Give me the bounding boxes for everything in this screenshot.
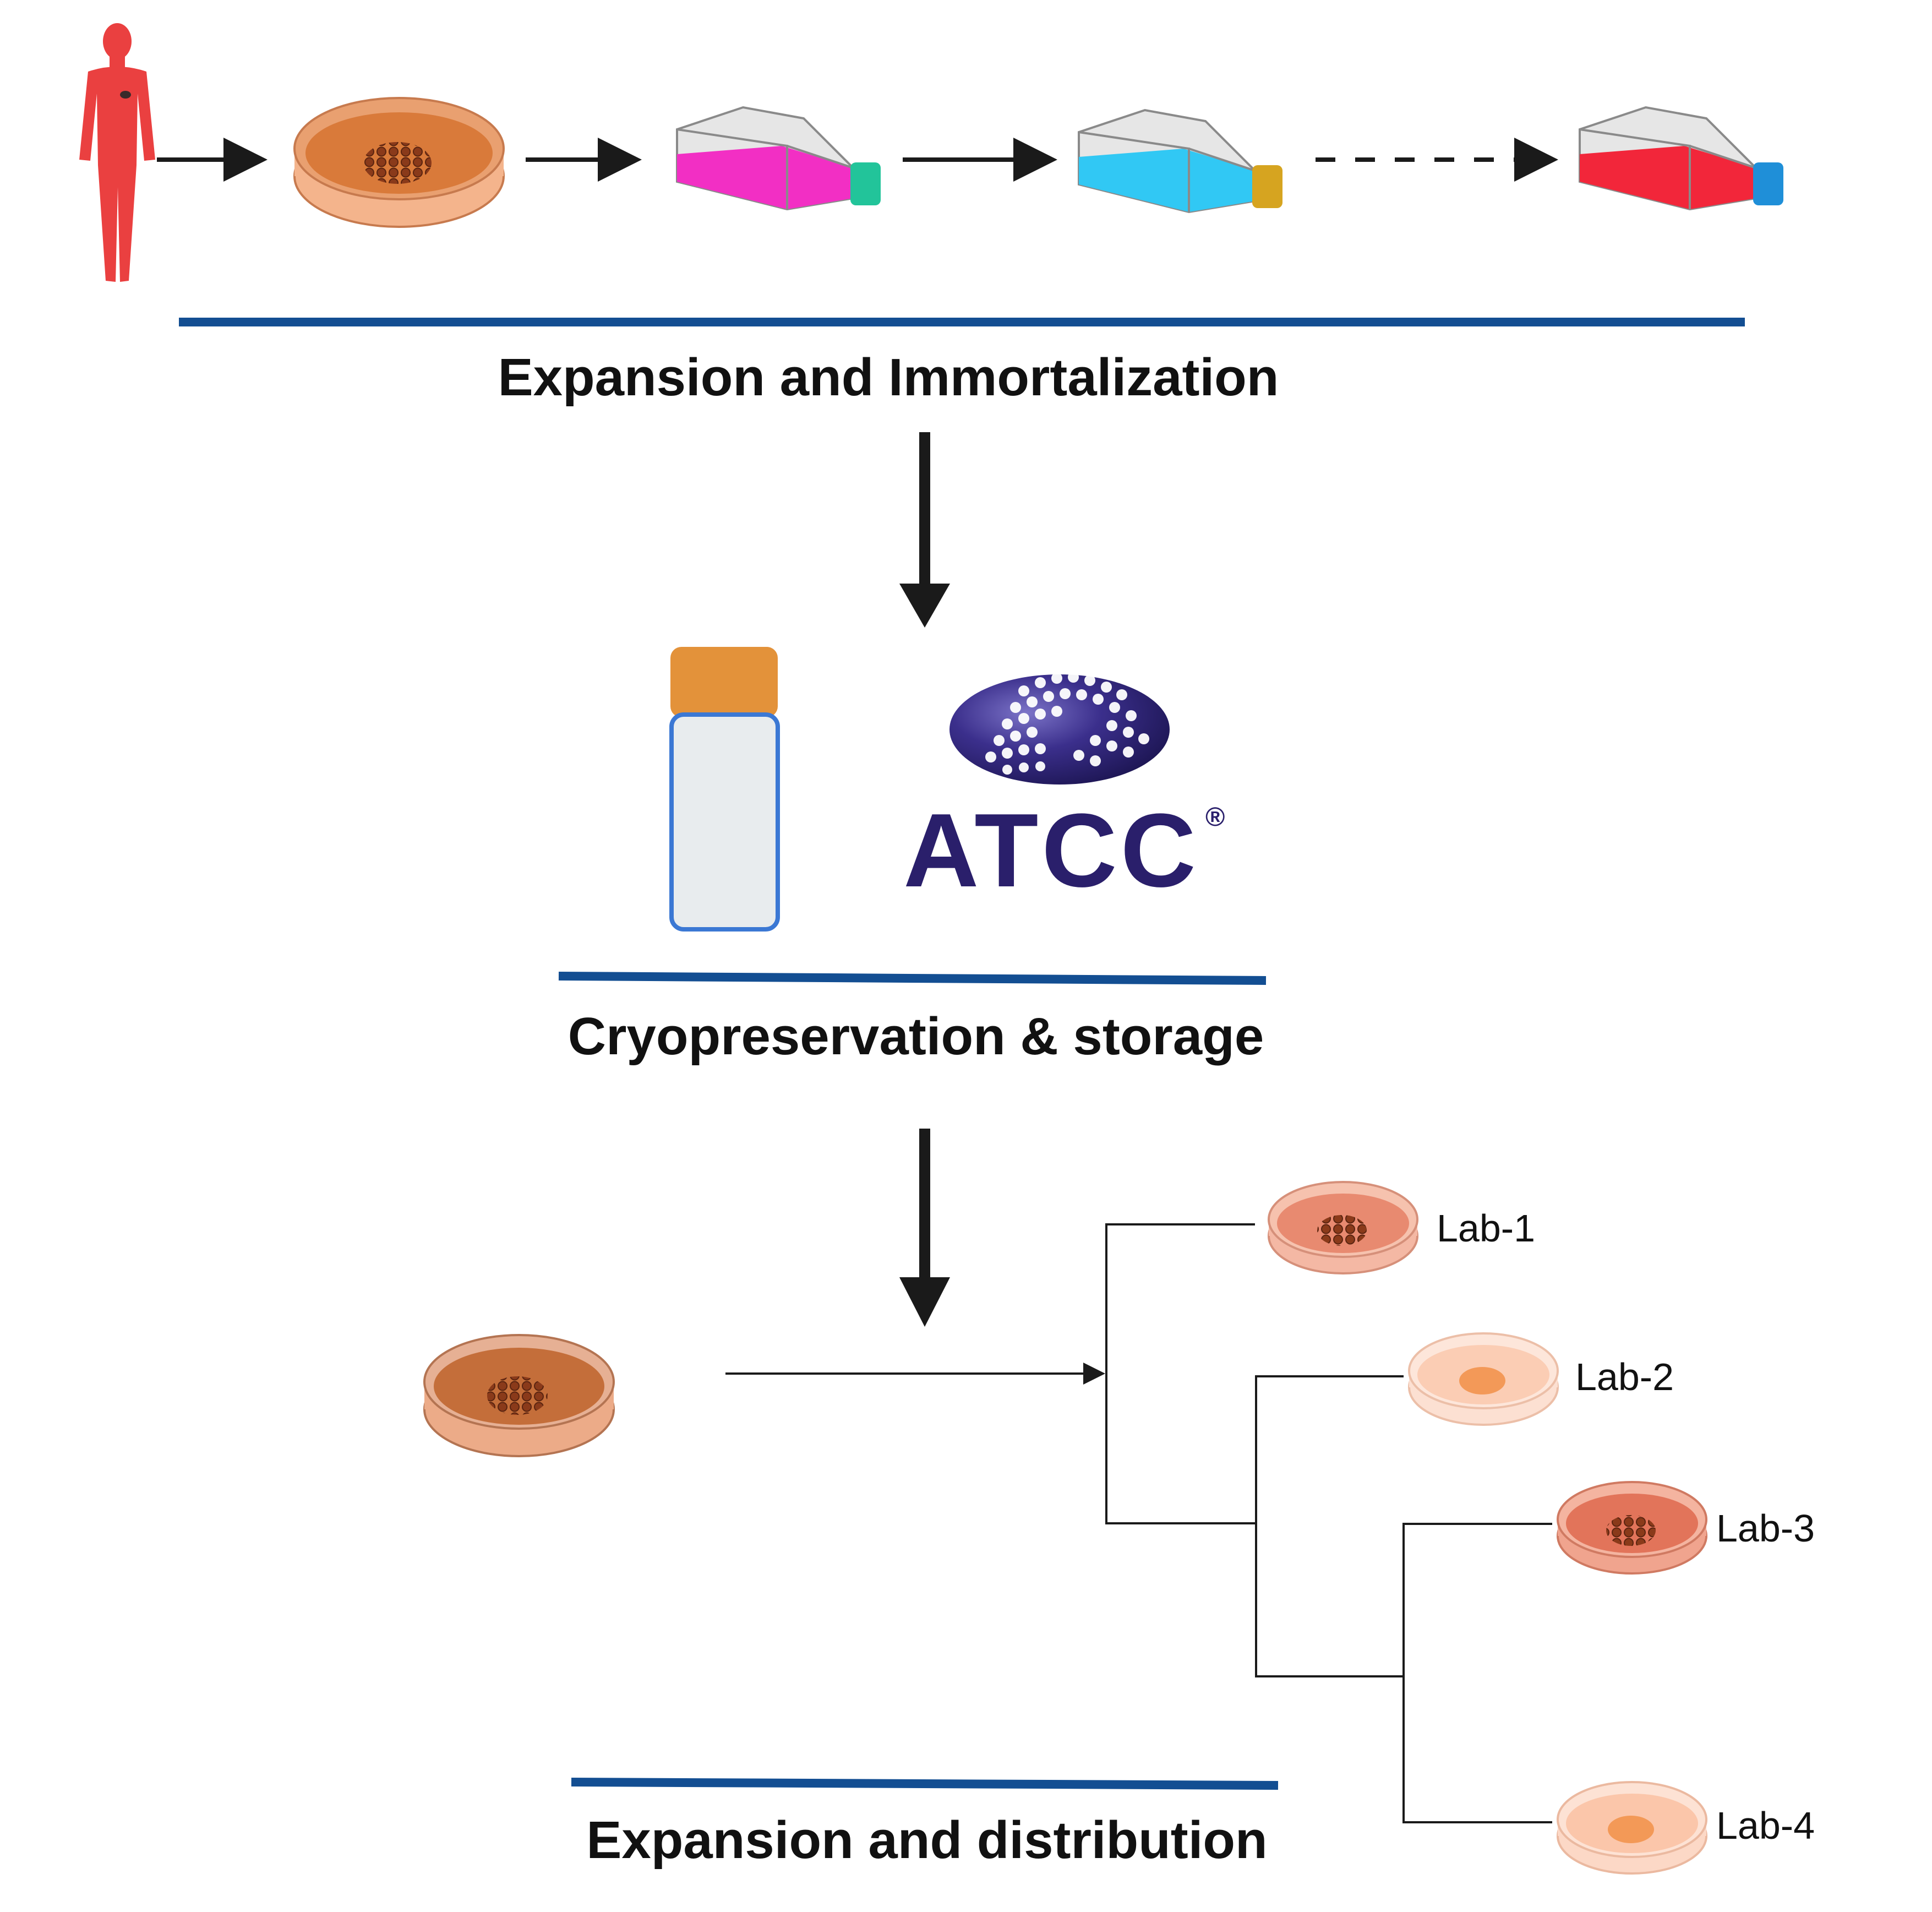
lab-1-label: Lab-1 xyxy=(1437,1207,1535,1250)
atcc-registered-mark: ® xyxy=(1205,803,1225,832)
divider-3 xyxy=(571,1778,1279,1790)
atcc-logo: ATCC ® xyxy=(903,672,1225,909)
atcc-logo-globe-icon xyxy=(949,674,1170,785)
stage-title-expansion-distribution: Expansion and distribution xyxy=(586,1811,1267,1870)
lab-3-label: Lab-3 xyxy=(1716,1507,1815,1550)
lab-dish-1 xyxy=(1268,1181,1418,1274)
human-donor-icon xyxy=(79,23,155,282)
lab-dish-3 xyxy=(1557,1481,1707,1575)
divider-2 xyxy=(558,972,1267,985)
lab-dish-2 xyxy=(1408,1332,1559,1426)
down-arrow-1 xyxy=(899,432,950,628)
atcc-logo-text: ATCC xyxy=(903,792,1199,909)
lab-4-label: Lab-4 xyxy=(1716,1804,1815,1847)
lab-dish-4 xyxy=(1557,1781,1707,1875)
culture-flask-1 xyxy=(676,106,881,211)
cryovial-icon xyxy=(669,647,780,932)
petri-dish-initial xyxy=(293,97,505,228)
lab-2-label: Lab-2 xyxy=(1575,1355,1674,1398)
distribution-tree xyxy=(1105,1223,1552,1823)
culture-flask-2 xyxy=(1078,108,1282,214)
down-arrow-2 xyxy=(899,1129,950,1327)
stage-title-cryopreservation: Cryopreservation & storage xyxy=(568,1007,1264,1066)
petri-dish-distribution-source xyxy=(423,1334,615,1457)
culture-flask-3 xyxy=(1579,106,1783,211)
stage-title-expansion-immortalization: Expansion and Immortalization xyxy=(498,348,1279,407)
